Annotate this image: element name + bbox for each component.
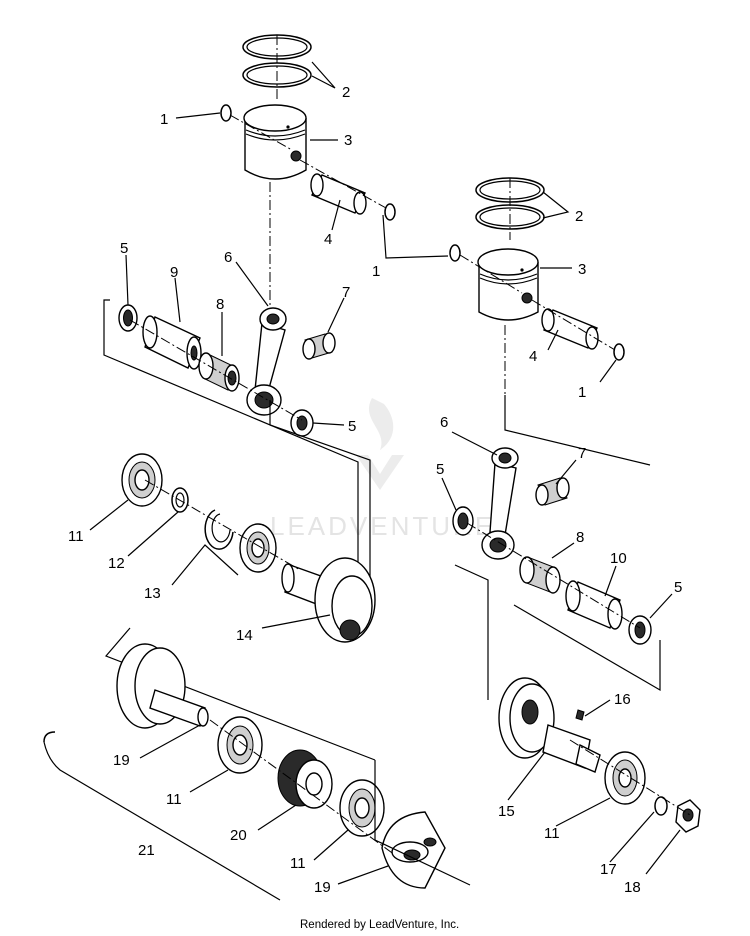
crankshaft-half-15 (498, 677, 601, 773)
crankshaft-half-14 (281, 557, 376, 643)
snap-ring-12 (171, 487, 189, 513)
callout-11: 11 (290, 855, 306, 872)
watermark-v-icon (356, 455, 404, 490)
piston-ring-set-left (242, 34, 312, 100)
callout-3: 3 (344, 132, 352, 149)
callout-15: 15 (498, 803, 515, 820)
needle-bearing-8-left (198, 352, 240, 392)
needle-bearing-7-right (535, 477, 570, 506)
callout-5: 5 (436, 461, 444, 478)
circlip-right-top (449, 244, 461, 262)
nut-18 (675, 799, 701, 833)
watermark-flame-icon (368, 398, 394, 450)
callout-4: 4 (324, 231, 332, 248)
callout-5: 5 (120, 240, 128, 257)
leader-lines (89, 61, 681, 885)
spacer-10 (565, 580, 623, 630)
seal-5-left-a (118, 304, 138, 332)
main-bearing-11-lower-a (217, 716, 263, 774)
snap-ring-13 (204, 509, 234, 550)
main-bearing-11-right (604, 751, 646, 805)
bracket-21-cap (43, 731, 56, 743)
circlip-right-right (613, 343, 625, 361)
wrist-pin-left (310, 173, 367, 215)
crank-wheel-19-left (116, 643, 209, 729)
piston-ring-set-right (475, 177, 545, 240)
callout-19: 19 (113, 752, 130, 769)
bracket-21 (43, 741, 281, 901)
seal-5-right-b (628, 615, 652, 645)
callout-7: 7 (578, 445, 586, 462)
callout-1: 1 (372, 263, 380, 280)
callout-18: 18 (624, 879, 641, 896)
center-seal-20 (277, 749, 333, 809)
callout-16: 16 (614, 691, 631, 708)
callout-12: 12 (108, 555, 125, 572)
callout-17: 17 (600, 861, 617, 878)
callout-1: 1 (578, 384, 586, 401)
callout-5: 5 (674, 579, 682, 596)
needle-bearing-7-left (302, 332, 336, 360)
main-bearing-11-left (121, 453, 163, 507)
callout-11: 11 (166, 791, 182, 808)
seal-5-right-a (452, 506, 474, 536)
piston-left (243, 104, 307, 180)
circlip-left-right (384, 203, 396, 221)
callout-1: 1 (160, 111, 168, 128)
callout-3: 3 (578, 261, 586, 278)
main-bearing-11-lower-b (339, 779, 385, 837)
callout-11: 11 (544, 825, 560, 842)
wrist-pin-right (541, 308, 599, 350)
callout-9: 9 (170, 264, 178, 281)
needle-bearing-8-right (519, 556, 561, 594)
crank-wheel-19-right (381, 811, 446, 889)
circlip-left-top (220, 104, 232, 122)
callout-2: 2 (575, 208, 583, 225)
callout-6: 6 (440, 414, 448, 431)
spacer-9 (142, 315, 202, 370)
callout-10: 10 (610, 550, 627, 567)
connecting-rod-6-right (481, 447, 519, 560)
callout-11: 11 (68, 528, 84, 545)
callout-labels: 1 2 3 4 2 3 4 1 1 5 9 6 8 7 5 6 7 5 8 10… (68, 84, 682, 896)
callout-8: 8 (216, 296, 224, 313)
callout-21: 21 (138, 842, 155, 859)
callout-19: 19 (314, 879, 331, 896)
main-bearing-13-right (239, 523, 277, 573)
callout-2: 2 (342, 84, 350, 101)
callout-20: 20 (230, 827, 247, 844)
callout-5: 5 (348, 418, 356, 435)
seal-5-left-b (290, 409, 314, 437)
callout-13: 13 (144, 585, 161, 602)
render-credit: Rendered by LeadVenture, Inc. (300, 919, 459, 931)
callout-8: 8 (576, 529, 584, 546)
callout-4: 4 (529, 348, 537, 365)
piston-right (477, 248, 539, 321)
callout-7: 7 (342, 284, 350, 301)
callout-14: 14 (236, 627, 253, 644)
callout-6: 6 (224, 249, 232, 266)
washer-17 (654, 796, 668, 816)
woodruff-key-16 (575, 709, 585, 721)
